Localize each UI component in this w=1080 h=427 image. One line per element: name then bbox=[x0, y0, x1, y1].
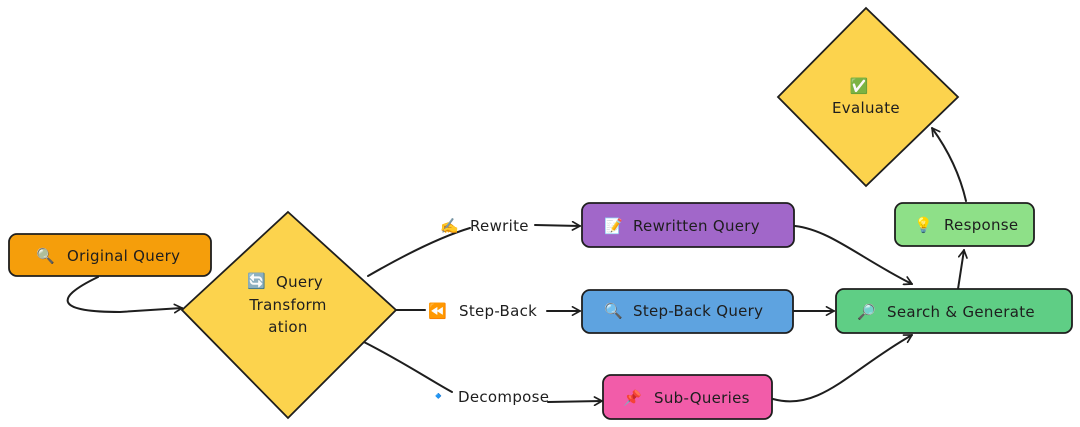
step-back-query-box bbox=[581, 289, 794, 334]
response-label: Response bbox=[944, 216, 1018, 234]
node-original-query[interactable]: 🔍 Original Query bbox=[8, 233, 212, 277]
memo-icon: 📝 bbox=[604, 217, 623, 235]
edge-rewritten-to-search bbox=[794, 225, 913, 286]
lightbulb-icon: 💡 bbox=[914, 216, 933, 234]
node-search-generate[interactable]: 🔎 Search & Generate bbox=[835, 288, 1073, 334]
evaluate-label: Evaluate bbox=[832, 99, 900, 117]
small-diamond-icon: 🔹 bbox=[429, 387, 448, 405]
original-query-box bbox=[8, 233, 212, 277]
edge-response-to-evaluate bbox=[931, 127, 967, 202]
refresh-icon: 🔄 bbox=[247, 272, 266, 290]
original-query-label: Original Query bbox=[67, 247, 180, 265]
rewritten-query-box bbox=[581, 202, 795, 248]
node-rewritten-query[interactable]: 📝 Rewritten Query bbox=[581, 202, 795, 248]
writing-hand-icon: ✍️ bbox=[440, 217, 459, 235]
response-box bbox=[894, 202, 1035, 247]
edge-label-rewrite: ✍️ Rewrite bbox=[440, 217, 529, 235]
edge-original-to-transformation bbox=[66, 276, 183, 314]
edge-sub-queries-to-search bbox=[772, 334, 913, 403]
check-mark-icon: ✅ bbox=[850, 77, 869, 95]
edge-rewrite-to-rewritten-query bbox=[534, 220, 581, 231]
edge-search-to-response bbox=[957, 249, 968, 290]
search-generate-box bbox=[835, 288, 1073, 334]
step-back-query-label: Step-Back Query bbox=[633, 302, 763, 320]
node-evaluate[interactable]: ✅ Evaluate bbox=[776, 6, 960, 188]
rewritten-query-label: Rewritten Query bbox=[633, 217, 760, 235]
query-transformation-label-line-1: Query bbox=[276, 273, 323, 291]
search-generate-label: Search & Generate bbox=[887, 303, 1035, 321]
query-transformation-diamond bbox=[180, 210, 398, 420]
edge-label-decompose: 🔹 Decompose bbox=[429, 387, 549, 406]
edges bbox=[66, 127, 968, 407]
evaluate-diamond bbox=[776, 6, 960, 188]
step-back-label: Step-Back bbox=[459, 302, 537, 320]
node-step-back-query[interactable]: 🔍 Step-Back Query bbox=[581, 289, 794, 334]
query-transformation-label-line-3: ation bbox=[268, 318, 307, 336]
edge-transformation-to-rewrite bbox=[367, 227, 471, 277]
rewrite-label: Rewrite bbox=[470, 217, 529, 235]
node-sub-queries[interactable]: 📌 Sub-Queries bbox=[602, 374, 773, 420]
rewind-icon: ⏪ bbox=[428, 302, 447, 320]
decompose-label: Decompose bbox=[458, 388, 549, 406]
query-transformation-label-line-2: Transform bbox=[248, 296, 326, 314]
magnifier-icon: 🔍 bbox=[604, 301, 623, 320]
node-query-transformation[interactable]: 🔄 Query Transform ation bbox=[180, 210, 398, 420]
magnifier-icon: 🔍 bbox=[36, 246, 55, 265]
edge-transformation-to-decompose bbox=[359, 339, 453, 393]
edge-label-step-back: ⏪ Step-Back bbox=[428, 302, 537, 320]
node-response[interactable]: 💡 Response bbox=[894, 202, 1035, 247]
sub-queries-label: Sub-Queries bbox=[654, 389, 750, 407]
magnifier-right-icon: 🔎 bbox=[857, 302, 876, 321]
edge-decompose-to-sub-queries bbox=[547, 396, 603, 407]
sub-queries-box bbox=[602, 374, 773, 420]
pushpin-icon: 📌 bbox=[623, 388, 642, 407]
